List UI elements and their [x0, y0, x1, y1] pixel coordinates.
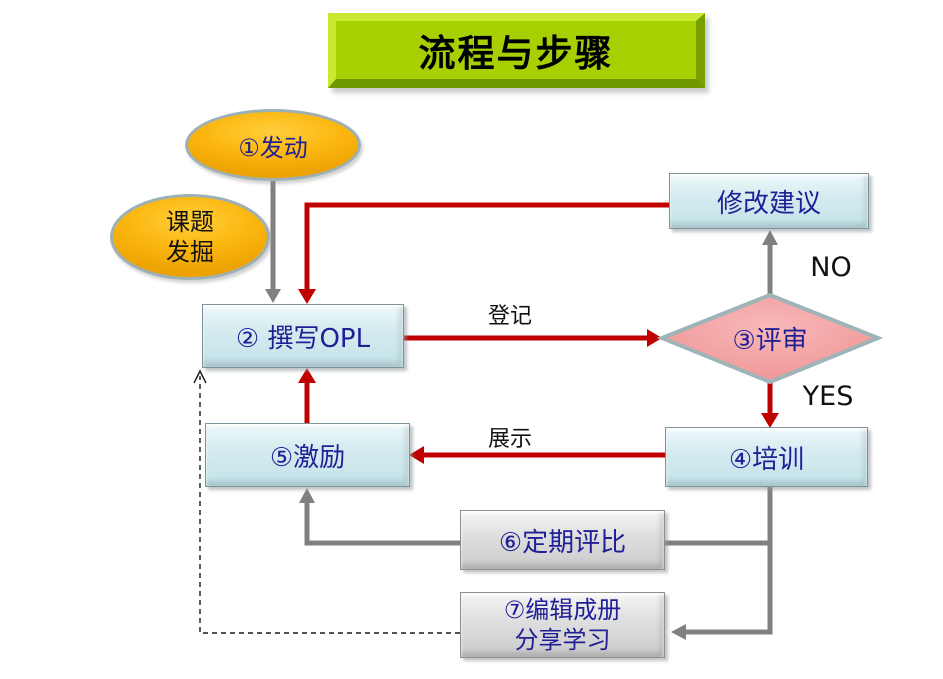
node-topic-line2: 发掘 [166, 238, 214, 266]
slide-title: 流程与步骤 [328, 13, 705, 88]
node-review-label: ③评审 [700, 322, 840, 356]
node-incentive-label: ⑤激励 [269, 442, 346, 473]
review-diamond-shape [656, 292, 884, 385]
node-evaluation-label: ⑥定期评比 [498, 527, 627, 558]
edge-label-display: 展示 [455, 421, 565, 453]
node-revise-suggestion-label: 修改建议 [716, 188, 821, 219]
node-compile-share: ⑦编辑成册 分享学习 [460, 592, 665, 658]
node-review-text: ③评审 [732, 325, 808, 356]
node-topic-discovery: 课题 发掘 [110, 194, 270, 280]
node-start-label: ①发动 [238, 133, 308, 162]
node-training: ④培训 [665, 427, 868, 487]
edge-label-no-text: NO [810, 252, 852, 283]
node-training-label: ④培训 [728, 444, 805, 475]
node-incentive: ⑤激励 [205, 423, 410, 487]
node-compile-line1: ⑦编辑成册 [503, 596, 622, 624]
slide-title-text: 流程与步骤 [418, 32, 614, 75]
edge-label-yes-text: YES [802, 381, 854, 412]
node-start: ①发动 [185, 109, 361, 181]
node-write-opl: ② 撰写OPL [202, 304, 404, 368]
node-compile-line2: 分享学习 [514, 626, 611, 654]
edge-label-yes: YES [788, 381, 868, 412]
edge-label-display-text: 展示 [487, 427, 532, 452]
edge-label-register-text: 登记 [487, 304, 532, 329]
node-evaluation: ⑥定期评比 [460, 510, 665, 570]
node-revise-suggestion: 修改建议 [669, 173, 869, 229]
edge-label-register: 登记 [455, 298, 565, 330]
node-topic-line1: 课题 [166, 208, 214, 236]
edge-label-no: NO [796, 252, 866, 283]
node-write-opl-label: ② 撰写OPL [235, 323, 371, 354]
